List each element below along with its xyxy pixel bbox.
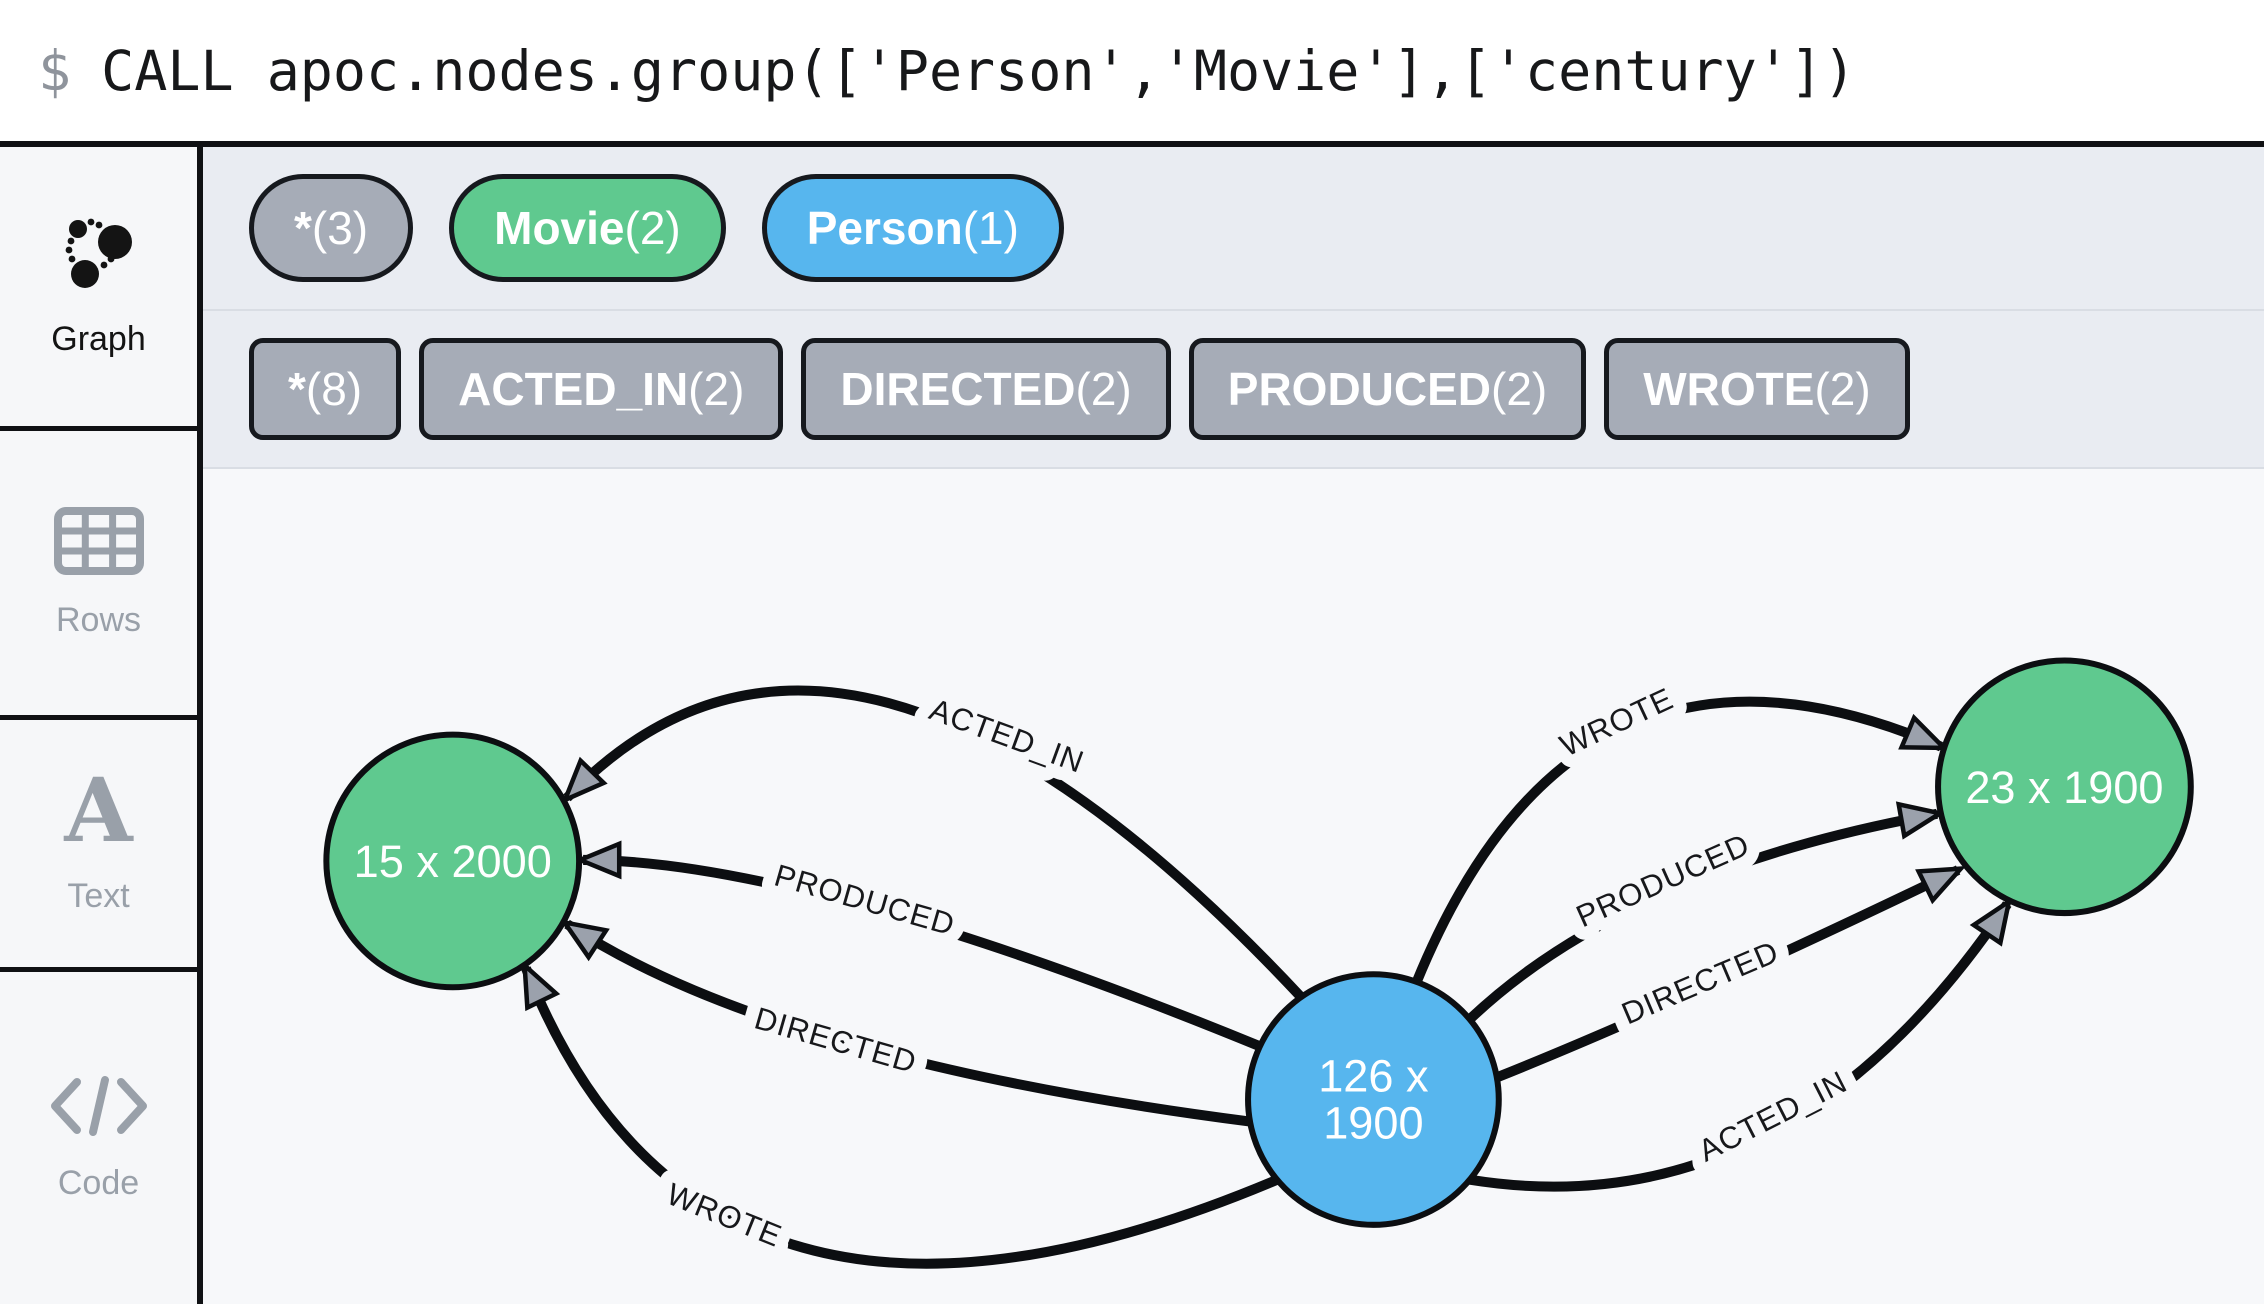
edge-arrowhead — [574, 840, 622, 880]
pill-count: (2) — [624, 202, 681, 254]
node-label-pill-movie[interactable]: Movie(2) — [449, 174, 726, 282]
pill-name: Movie — [494, 202, 625, 254]
tab-label: Text — [67, 876, 130, 915]
view-mode-sidebar: Graph Rows A Text — [0, 147, 203, 1304]
pill-name: WROTE — [1643, 363, 1815, 415]
prompt-symbol: $ — [38, 38, 72, 103]
pill-count: (1) — [962, 202, 1019, 254]
graph-edge-directed-left[interactable]: DIRECTED — [556, 909, 1251, 1127]
edge-label: ACTED_IN — [1693, 1064, 1853, 1169]
node-label: 23 x 1900 — [1965, 762, 2163, 813]
pill-name: DIRECTED — [840, 363, 1076, 415]
tab-label: Rows — [55, 600, 142, 639]
cypher-query-text: CALL apoc.nodes.group(['Person','Movie']… — [101, 38, 1857, 103]
node-label-pill-person[interactable]: Person(1) — [761, 174, 1064, 282]
tab-code[interactable]: Code — [0, 972, 197, 1304]
pill-count: (2) — [1491, 363, 1548, 415]
node-label-pill-all[interactable]: *(3) — [249, 174, 414, 282]
pill-name: * — [294, 202, 312, 254]
tab-label: Code — [57, 1163, 140, 1202]
edge-label: PRODUCED — [771, 858, 959, 943]
cypher-query-bar[interactable]: $ CALL apoc.nodes.group(['Person','Movie'… — [0, 0, 2264, 147]
pill-count: (2) — [1075, 363, 1132, 415]
pill-count: (2) — [1814, 363, 1871, 415]
edge-arrowhead — [1898, 713, 1950, 751]
pill-name: Person — [806, 202, 963, 254]
edge-label: WROTE — [1555, 681, 1679, 764]
edge-arrowhead — [559, 919, 610, 962]
node-label: 15 x 2000 — [354, 836, 552, 887]
tab-graph[interactable]: Graph — [0, 147, 197, 431]
node-circle — [323, 731, 583, 991]
pill-name: PRODUCED — [1227, 363, 1492, 415]
pill-count: (2) — [688, 363, 745, 415]
node-circle — [1245, 971, 1502, 1228]
pill-name: * — [288, 363, 306, 415]
node-label: 1900 — [1323, 1098, 1423, 1149]
node-label: 126 x — [1318, 1051, 1429, 1102]
graph-canvas[interactable]: ACTED_IN PRODUCED DIRECTED — [203, 469, 2264, 1304]
tab-text[interactable]: A Text — [0, 720, 197, 972]
graph-node-movie-1900[interactable]: 23 x 1900 — [1935, 657, 2194, 917]
edge-arrowhead — [1915, 866, 1967, 905]
rel-type-pill-acted-in[interactable]: ACTED_IN(2) — [419, 338, 784, 440]
graph-node-movie-2000[interactable]: 15 x 2000 — [323, 731, 583, 991]
pill-name: ACTED_IN — [458, 363, 689, 415]
graph-viewport[interactable]: ACTED_IN PRODUCED DIRECTED — [203, 469, 2264, 1304]
rel-type-pill-wrote[interactable]: WROTE(2) — [1604, 338, 1910, 440]
code-icon — [50, 1075, 147, 1136]
graph-icon — [65, 218, 132, 288]
pill-count: (3) — [311, 202, 369, 254]
edge-label: ACTED_IN — [925, 692, 1089, 780]
edge-label: WROTE — [662, 1176, 787, 1254]
rel-type-pill-all[interactable]: *(8) — [249, 338, 402, 440]
graph-node-person-1900[interactable]: 126 x 1900 — [1245, 971, 1502, 1228]
tab-label: Graph — [51, 320, 146, 358]
graph-edge-produced-left[interactable]: PRODUCED — [574, 840, 1262, 1052]
edge-label: PRODUCED — [1571, 827, 1755, 935]
pill-count: (8) — [305, 363, 363, 415]
edge-label: DIRECTED — [751, 1000, 921, 1080]
graph-edge-acted-in-right[interactable]: ACTED_IN — [1468, 893, 2023, 1192]
edge-arrowhead — [1969, 896, 2013, 947]
edge-arrowhead — [1895, 801, 1946, 840]
graph-result-panel: *(3) Movie(2) Person(1) *(8) ACTED_IN(2) — [203, 147, 2264, 1304]
edge-label: DIRECTED — [1617, 934, 1784, 1031]
tab-rows[interactable]: Rows — [0, 431, 197, 720]
rel-type-pill-directed[interactable]: DIRECTED(2) — [801, 338, 1171, 440]
edge-arrowhead — [560, 756, 608, 805]
graph-edge-acted-in-left[interactable]: ACTED_IN — [553, 679, 1305, 1001]
text-icon: A — [64, 758, 133, 863]
node-circle — [1935, 657, 2194, 917]
rel-type-pill-produced[interactable]: PRODUCED(2) — [1188, 338, 1587, 440]
table-icon — [53, 506, 144, 575]
relationship-types-band: *(8) ACTED_IN(2) DIRECTED(2) PRODUCED(2)… — [203, 311, 2264, 469]
edge-arrowhead — [522, 960, 561, 1012]
result-body: Graph Rows A Text — [0, 147, 2264, 1304]
node-labels-band: *(3) Movie(2) Person(1) — [203, 147, 2264, 311]
